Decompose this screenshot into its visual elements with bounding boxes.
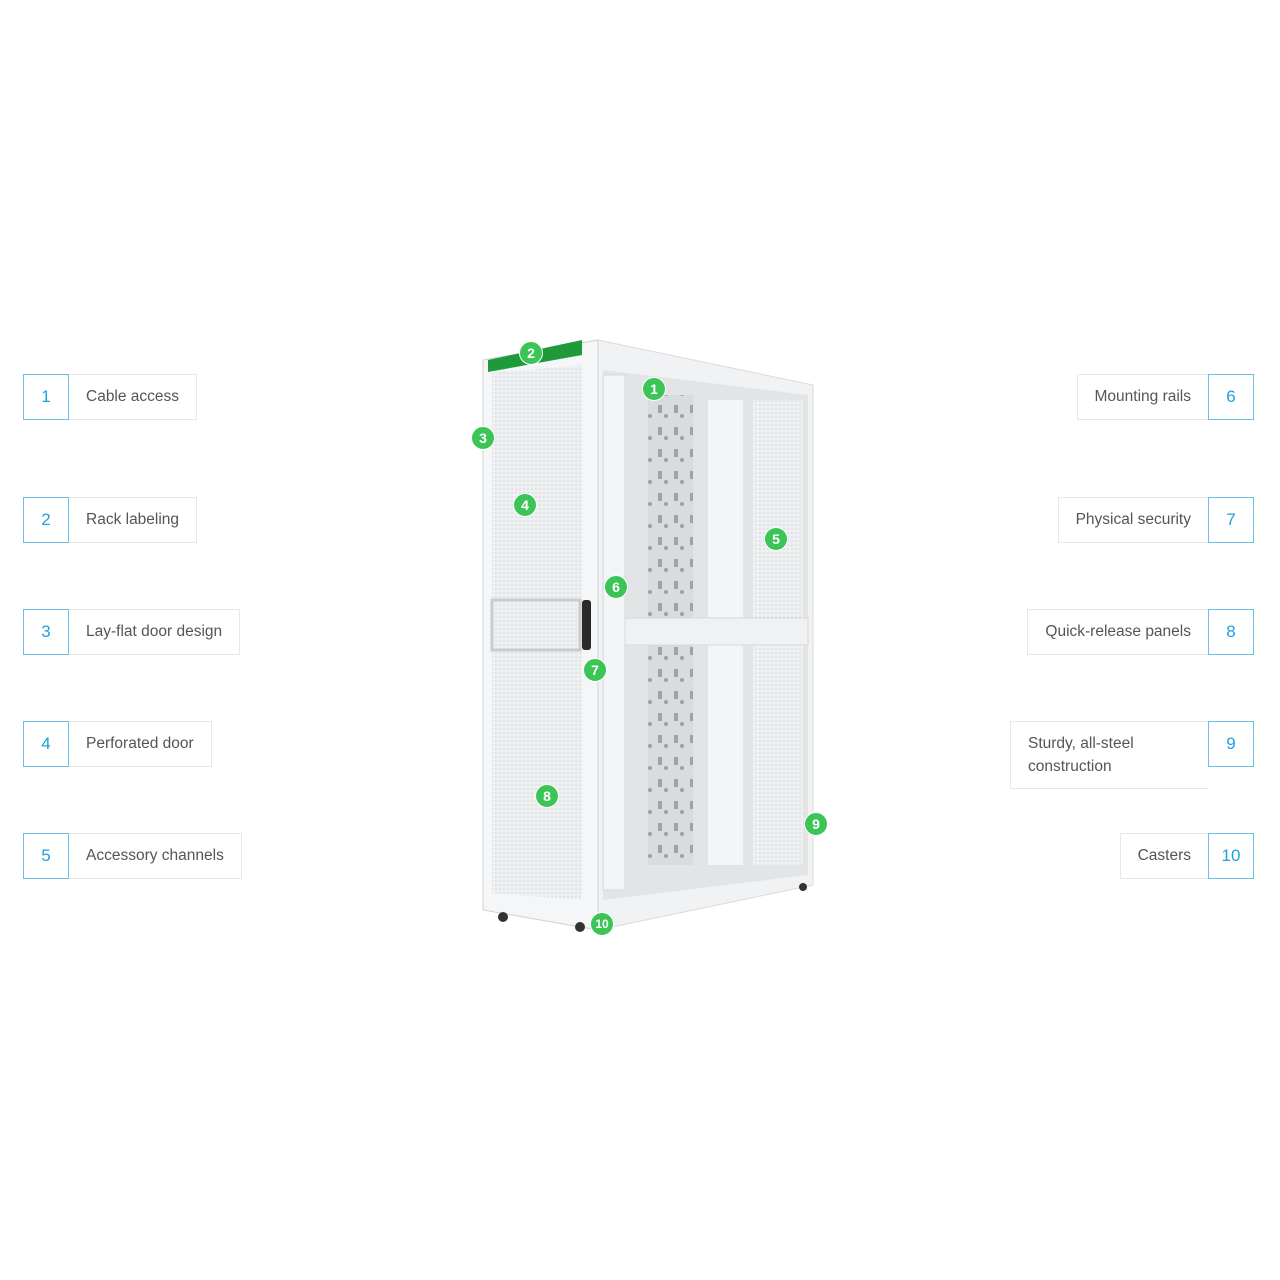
callout-number: 7: [1208, 497, 1254, 543]
callout-label: Mounting rails: [1076, 374, 1208, 420]
callout-accessory-channels[interactable]: 5 Accessory channels: [23, 833, 242, 879]
callout-number: 10: [1208, 833, 1254, 879]
callout-label: Lay-flat door design: [69, 609, 241, 655]
callout-label: Quick-release panels: [1027, 609, 1208, 655]
callout-number: 4: [23, 721, 69, 767]
callout-cable-access[interactable]: 1 Cable access: [23, 374, 198, 420]
callout-label: Casters: [1119, 833, 1208, 879]
marker-10-casters[interactable]: 10: [590, 912, 614, 936]
callout-number: 1: [23, 374, 69, 420]
callout-quick-release-panels[interactable]: Quick-release panels 8: [1027, 609, 1254, 655]
rack-illustration: [482, 339, 814, 932]
marker-8-quick-release-panels[interactable]: 8: [535, 784, 559, 808]
marker-3-lay-flat-door[interactable]: 3: [471, 426, 495, 450]
callout-label: Accessory channels: [69, 833, 242, 879]
marker-9-sturdy-construction[interactable]: 9: [804, 812, 828, 836]
callout-number: 9: [1208, 721, 1254, 767]
callout-number: 8: [1208, 609, 1254, 655]
callout-label: Physical security: [1057, 497, 1208, 543]
rack-enclosure-image: 1 2 3 4 5 6 7 8 9 10: [471, 335, 828, 940]
marker-2-rack-labeling[interactable]: 2: [519, 341, 543, 365]
marker-6-mounting-rails[interactable]: 6: [604, 575, 628, 599]
callout-number: 3: [23, 609, 69, 655]
callout-lay-flat-door[interactable]: 3 Lay-flat door design: [23, 609, 241, 655]
marker-7-physical-security[interactable]: 7: [583, 658, 607, 682]
callout-physical-security[interactable]: Physical security 7: [1057, 497, 1254, 543]
callout-rack-labeling[interactable]: 2 Rack labeling: [23, 497, 198, 543]
callout-casters[interactable]: Casters 10: [1119, 833, 1254, 879]
marker-1-cable-access[interactable]: 1: [642, 377, 666, 401]
callout-label: Perforated door: [69, 721, 212, 767]
callout-number: 6: [1208, 374, 1254, 420]
marker-5-accessory-channels[interactable]: 5: [764, 527, 788, 551]
callout-mounting-rails[interactable]: Mounting rails 6: [1076, 374, 1254, 420]
callout-label: Sturdy, all-steel construction: [1010, 721, 1208, 789]
marker-4-perforated-door[interactable]: 4: [513, 493, 537, 517]
callout-label: Rack labeling: [69, 497, 198, 543]
callout-perforated-door[interactable]: 4 Perforated door: [23, 721, 212, 767]
callout-label: Cable access: [69, 374, 198, 420]
callout-number: 5: [23, 833, 69, 879]
callout-sturdy-construction[interactable]: Sturdy, all-steel construction 9: [1010, 721, 1254, 789]
callout-number: 2: [23, 497, 69, 543]
